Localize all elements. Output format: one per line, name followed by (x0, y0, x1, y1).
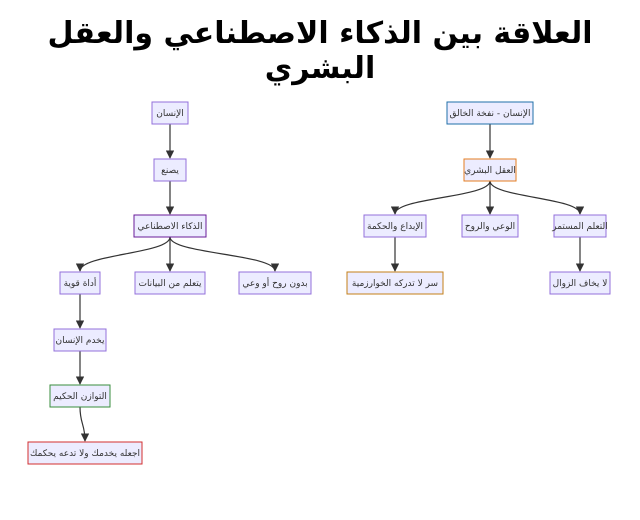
node-label-balance: التوازن الحكيم (53, 392, 107, 402)
node-insan_left: الإنسان (151, 101, 189, 125)
edge-balance-to-advice (79, 406, 90, 442)
node-conscious: الوعي والروح (461, 214, 519, 238)
edge-mind-to-continuous (489, 180, 585, 215)
node-creator: الإنسان - نفخة الخالق (446, 101, 534, 125)
node-box-ai (133, 214, 207, 238)
node-box-learn_data (134, 271, 206, 295)
node-box-balance (49, 384, 111, 408)
node-label-secret: سر لا تدركه الخوارزمية (352, 279, 438, 289)
node-serve: يخدم الإنسان (53, 328, 107, 352)
node-box-mind (463, 158, 517, 182)
node-label-mind: العقل البشري (464, 166, 516, 176)
node-box-insan_left (151, 101, 189, 125)
edges-layer (75, 124, 585, 442)
node-label-no_soul: بدون روح أو وعي (242, 277, 307, 289)
node-box-tool (59, 271, 101, 295)
node-box-advice (27, 441, 143, 465)
node-box-creativity (363, 214, 427, 238)
node-secret: سر لا تدركه الخوارزمية (346, 271, 444, 295)
node-box-no_soul (238, 271, 312, 295)
node-label-creator: الإنسان - نفخة الخالق (449, 109, 530, 119)
node-label-ai: الذكاء الاصطناعي (137, 222, 202, 232)
node-label-insan_left: الإنسان (156, 109, 184, 119)
node-box-continuous (553, 214, 607, 238)
node-no_fear: لا يخاف الزوال (549, 271, 611, 295)
node-box-creator (446, 101, 534, 125)
node-box-serve (53, 328, 107, 352)
edge-ai-to-no_soul (169, 236, 280, 272)
node-label-no_fear: لا يخاف الزوال (553, 279, 608, 289)
node-ai: الذكاء الاصطناعي (133, 214, 207, 238)
node-continuous: التعلم المستمر (551, 214, 608, 238)
node-balance: التوازن الحكيم (49, 384, 111, 408)
node-label-tool: أداة قوية (64, 277, 97, 289)
node-label-conscious: الوعي والروح (465, 222, 515, 232)
node-label-learn_data: يتعلم من البيانات (138, 279, 202, 289)
node-creativity: الإبداع والحكمة (363, 214, 427, 238)
node-box-no_fear (549, 271, 611, 295)
diagram-title: العلاقة بين الذكاء الاصطناعي والعقل البش… (47, 16, 593, 86)
node-yasna: يصنع (153, 158, 187, 182)
node-learn_data: يتعلم من البيانات (134, 271, 206, 295)
edge-ai-to-tool (75, 236, 171, 272)
node-box-conscious (461, 214, 519, 238)
node-mind: العقل البشري (463, 158, 517, 182)
edge-mind-to-creativity (390, 180, 491, 215)
node-advice: اجعله يخدمك ولا تدعه يحكمك (27, 441, 143, 465)
nodes-layer: الإنسان يصنع الذكاء الاصطناعي أداة قوية يتعل… (27, 101, 611, 465)
node-label-yasna: يصنع (161, 166, 179, 176)
node-label-serve: يخدم الإنسان (56, 336, 105, 346)
node-tool: أداة قوية (59, 271, 101, 295)
node-box-secret (346, 271, 444, 295)
node-label-advice: اجعله يخدمك ولا تدعه يحكمك (30, 449, 140, 459)
node-label-continuous: التعلم المستمر (551, 222, 608, 232)
node-box-yasna (153, 158, 187, 182)
node-no_soul: بدون روح أو وعي (238, 271, 312, 295)
node-label-creativity: الإبداع والحكمة (367, 222, 423, 232)
